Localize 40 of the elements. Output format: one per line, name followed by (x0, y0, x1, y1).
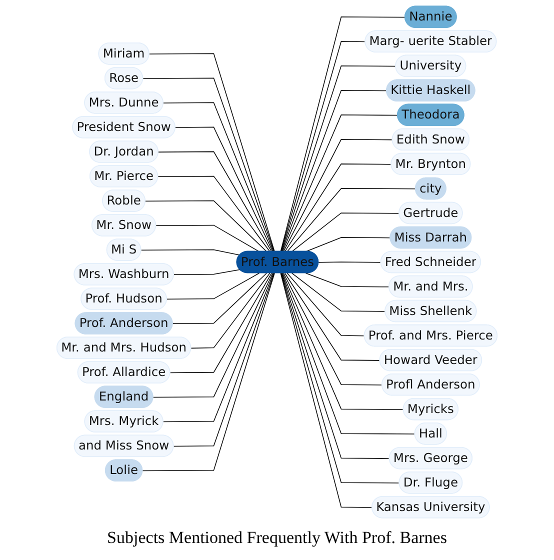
connector (142, 78, 274, 252)
connector (284, 164, 392, 252)
connector (283, 272, 383, 386)
connector (173, 272, 274, 447)
connector (156, 224, 260, 252)
connector (280, 66, 396, 252)
connector (170, 272, 272, 374)
connector (305, 237, 391, 252)
connector (142, 272, 275, 472)
connector (158, 176, 270, 252)
connector (166, 272, 260, 300)
connector (162, 272, 274, 422)
connector (280, 40, 366, 252)
connector (282, 272, 404, 410)
connector (280, 272, 400, 484)
connector (281, 272, 416, 434)
connector (286, 272, 365, 336)
connector (291, 212, 400, 252)
connector (163, 102, 274, 252)
connector (283, 139, 393, 252)
connector (172, 272, 268, 324)
connector (282, 114, 398, 252)
connector (190, 272, 270, 349)
connector (305, 272, 390, 288)
connector (286, 188, 416, 252)
connector (280, 16, 406, 252)
connector (318, 262, 382, 263)
connector (173, 269, 240, 276)
connector (152, 272, 274, 398)
connector (175, 126, 274, 252)
connector (280, 272, 373, 508)
connector (158, 151, 272, 252)
connector (291, 272, 386, 312)
diagram-title: Subjects Mentioned Frequently With Prof. Barnes (107, 528, 447, 548)
connector (148, 53, 275, 252)
connector (145, 200, 268, 252)
connector (284, 272, 380, 361)
connector (280, 272, 390, 459)
connector (281, 90, 388, 252)
connector (140, 249, 240, 256)
